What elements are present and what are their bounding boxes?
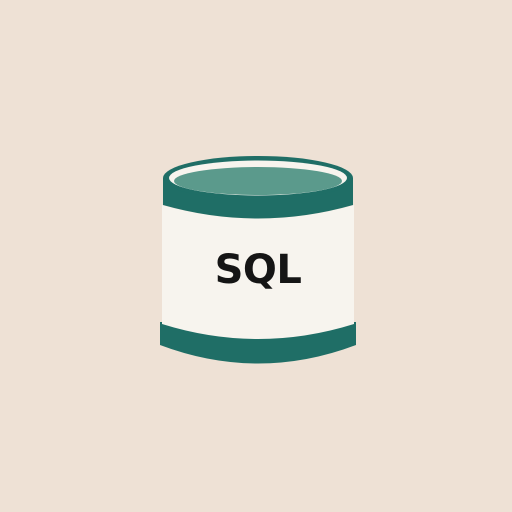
database-top-surface xyxy=(174,167,342,195)
database-body xyxy=(162,205,354,339)
database-label: SQL xyxy=(214,247,302,293)
